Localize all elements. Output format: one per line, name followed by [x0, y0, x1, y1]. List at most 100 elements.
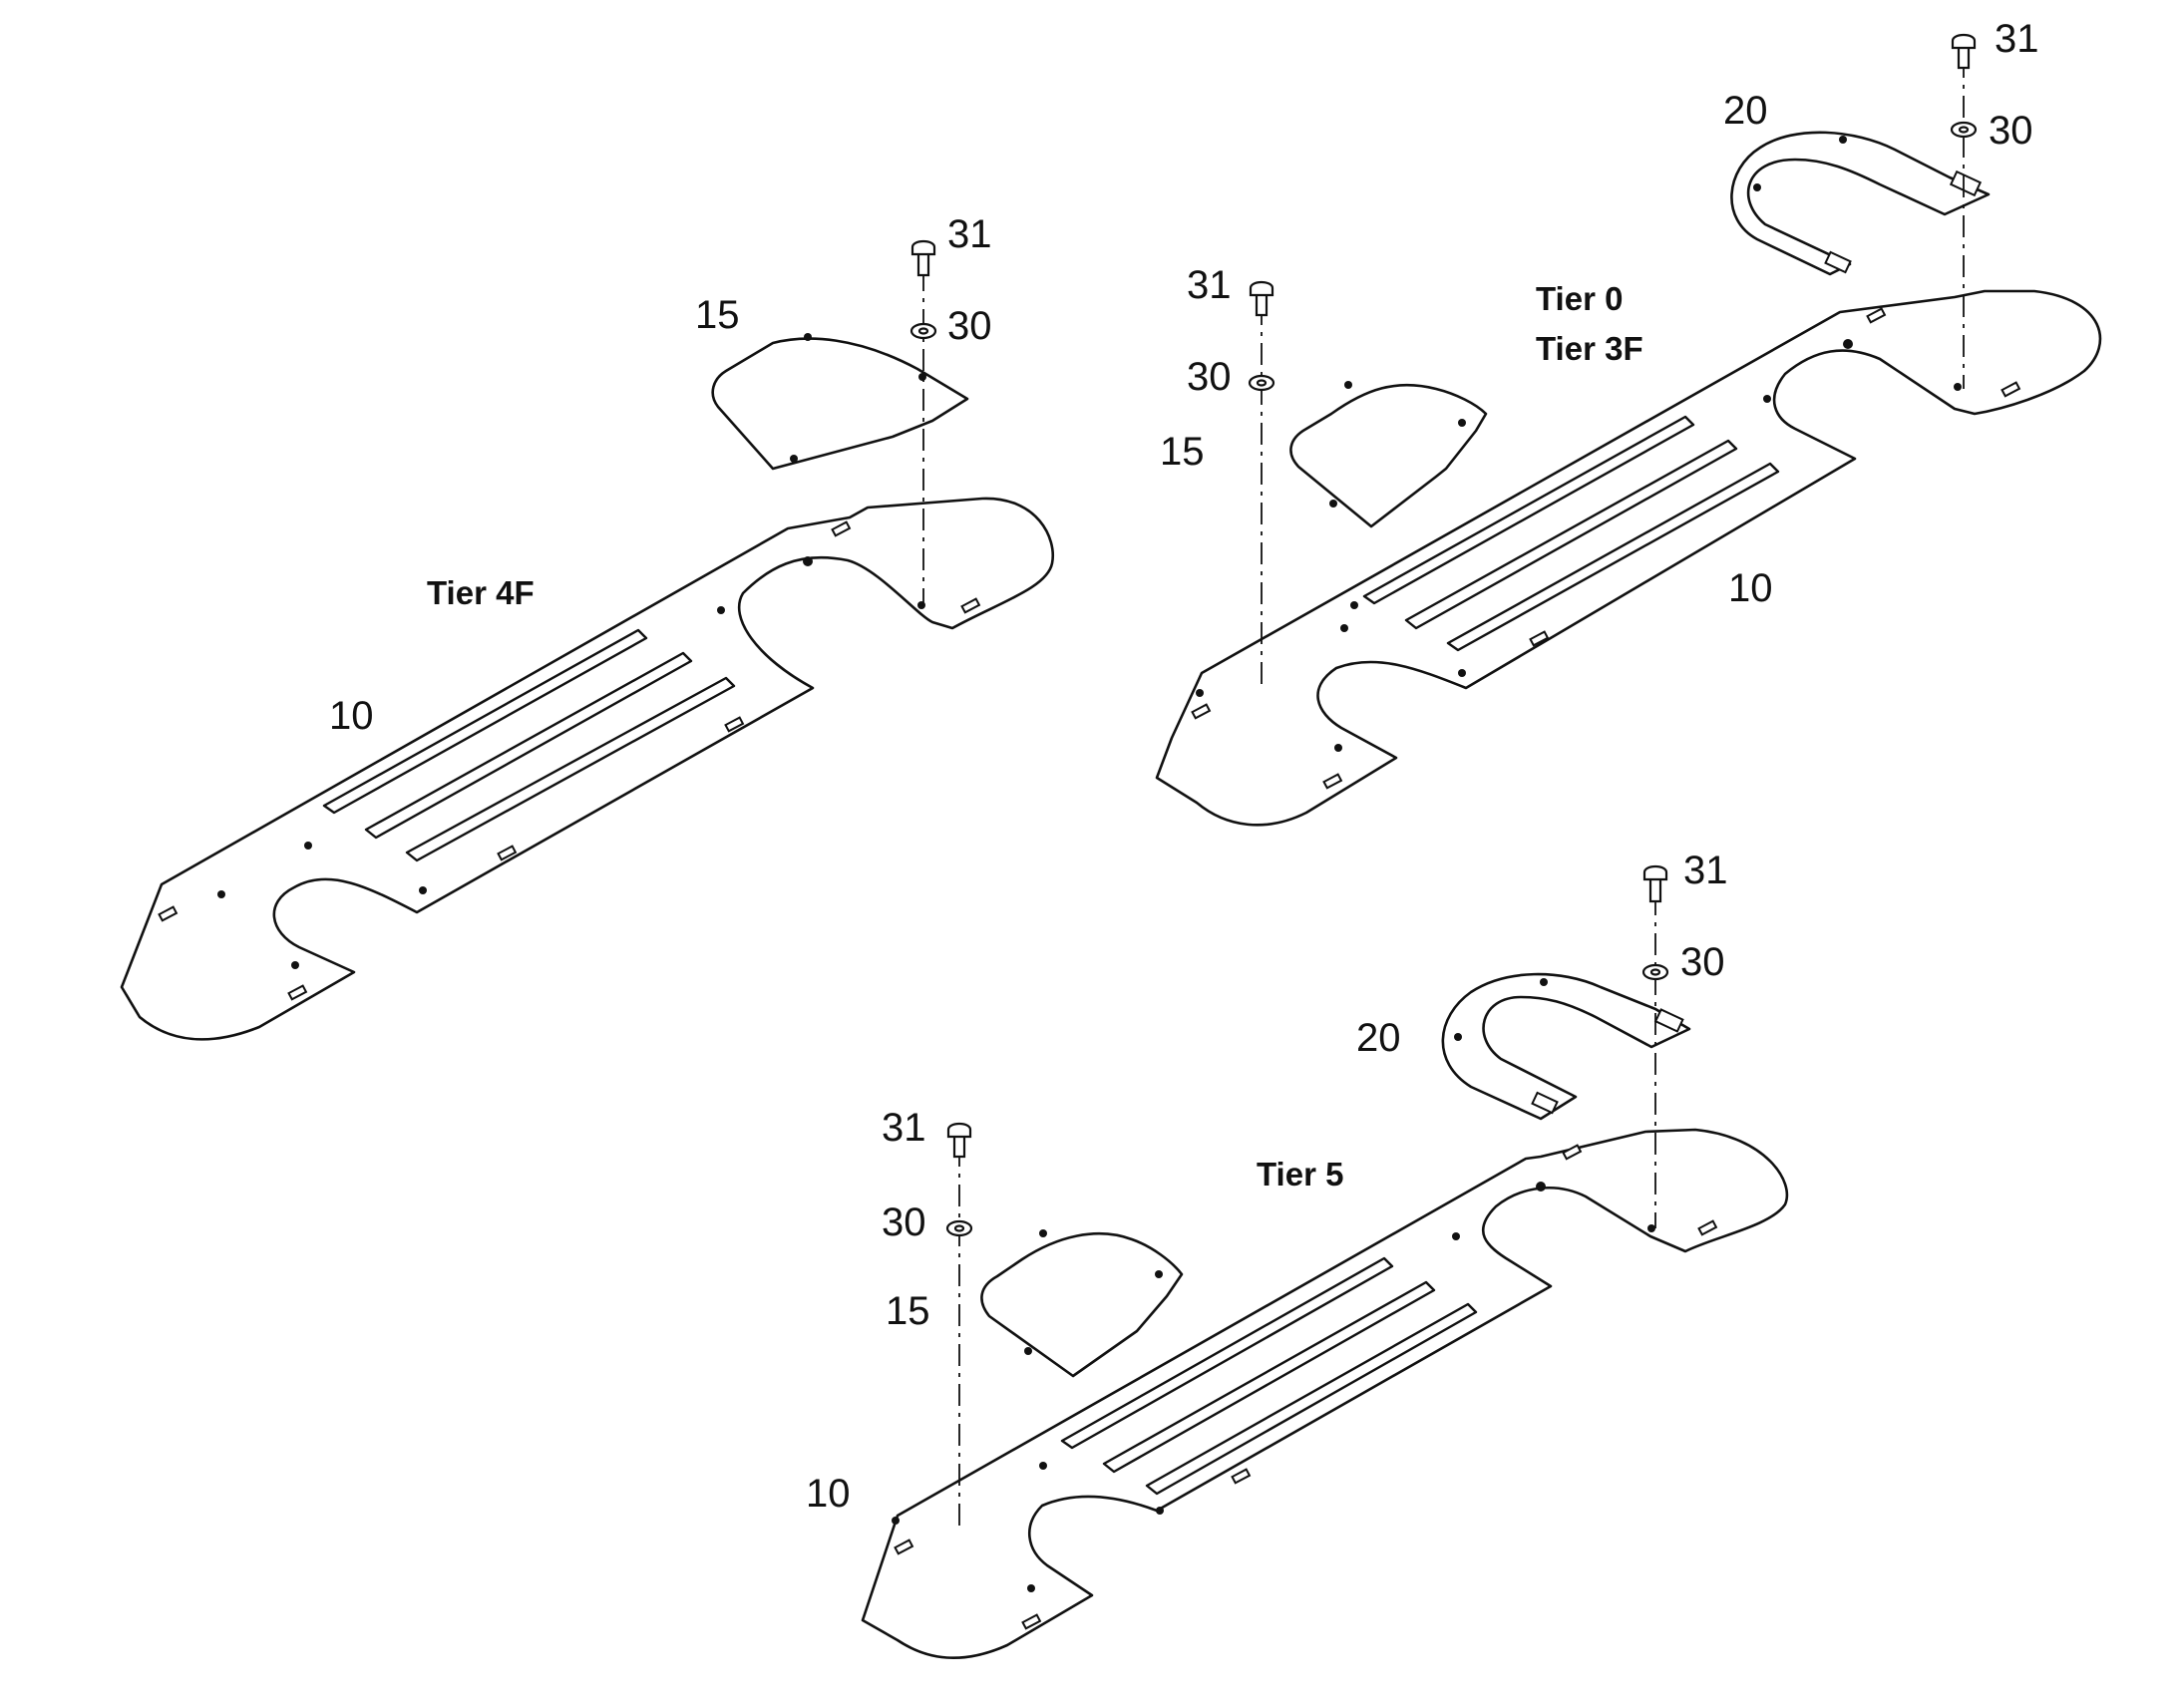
plate-hole: [1156, 1507, 1164, 1515]
bolt-31: [1951, 33, 1977, 70]
bracket-tab: [1824, 250, 1852, 274]
plate-slot: [1021, 1613, 1042, 1630]
washer-30-hole: [1958, 126, 1970, 134]
bracket-hole: [1454, 1033, 1462, 1041]
assembly-tier-5: Tier 5 10 15 20 30 30 31 31: [806, 849, 1789, 1660]
cover-15: [711, 337, 969, 471]
cover-hole: [1344, 381, 1352, 389]
bolt-31: [1642, 864, 1668, 903]
plate-slot: [497, 845, 518, 861]
plate-slot: [1529, 630, 1550, 647]
callout-10: 10: [1728, 566, 1773, 610]
callout-31: 31: [1187, 263, 1232, 307]
plate-slot: [1191, 703, 1212, 720]
plate-groove: [1145, 1302, 1478, 1496]
plate-10: [120, 497, 1055, 1041]
plate-groove: [405, 676, 736, 862]
plate-hole: [1458, 669, 1466, 677]
callout-30: 30: [1989, 109, 2033, 153]
plate-slot: [1562, 1144, 1583, 1161]
callout-31: 31: [882, 1106, 926, 1150]
callout-20: 20: [1723, 89, 1768, 133]
plate-slot: [1866, 307, 1887, 324]
plate-10: [861, 1128, 1789, 1660]
plate-hole: [803, 556, 813, 566]
plate-hole: [1039, 1462, 1047, 1470]
cover-hole: [1458, 419, 1466, 427]
plate-hole: [1536, 1182, 1546, 1192]
plate-groove: [364, 651, 693, 840]
bracket-hole: [1540, 978, 1548, 986]
tier-label: Tier 0: [1536, 280, 1623, 317]
plate-slot: [831, 520, 852, 537]
plate-hole: [1196, 689, 1204, 697]
u-bracket-20: [1730, 131, 1991, 276]
plate-hole: [717, 606, 725, 614]
plate-hole: [892, 1517, 900, 1525]
bolt-31: [910, 239, 936, 277]
washer-30-hole: [953, 1224, 965, 1232]
callout-15: 15: [695, 293, 740, 337]
plate-slot: [894, 1538, 914, 1555]
bracket-tab: [1949, 170, 1983, 197]
bracket-hole: [1753, 183, 1761, 191]
plate-hole: [304, 842, 312, 850]
bracket-tab: [1531, 1091, 1559, 1115]
plate-hole: [1954, 383, 1962, 391]
plate-hole: [419, 886, 427, 894]
plate-slot: [724, 716, 745, 733]
callout-20: 20: [1356, 1016, 1401, 1060]
plate-hole: [1027, 1584, 1035, 1592]
bolt-31: [946, 1122, 972, 1159]
plate-hole: [1334, 744, 1342, 752]
plate-slot: [1697, 1219, 1718, 1236]
washer-30-hole: [1649, 968, 1661, 976]
bracket-tab: [1653, 1008, 1684, 1033]
tier-label: Tier 4F: [427, 574, 535, 611]
plate-hole: [1452, 1232, 1460, 1240]
callout-31: 31: [1995, 17, 2039, 61]
callout-10: 10: [329, 694, 374, 738]
plate-hole: [1647, 1224, 1655, 1232]
plate-hole: [1763, 395, 1771, 403]
plate-slot: [1322, 773, 1343, 790]
plate-hole: [291, 961, 299, 969]
plate-groove: [1060, 1256, 1394, 1450]
callout-30: 30: [1680, 940, 1725, 984]
cover-15: [1289, 383, 1488, 528]
callout-30: 30: [947, 304, 992, 348]
cover-hole: [918, 373, 926, 381]
plate-groove: [322, 628, 648, 815]
cover-hole: [1329, 500, 1337, 508]
washer-30-hole: [1256, 379, 1268, 387]
plate-slot: [960, 597, 981, 614]
cover-hole: [804, 333, 812, 341]
plate-groove: [1102, 1280, 1436, 1474]
assembly-tier-4f: Tier 4F 10 15 30 31: [120, 212, 1055, 1041]
callout-15: 15: [886, 1289, 930, 1333]
plate-slot: [1231, 1468, 1252, 1485]
callout-15: 15: [1160, 430, 1205, 474]
cover-15: [980, 1231, 1184, 1378]
bracket-hole: [1839, 136, 1847, 144]
callout-31: 31: [1683, 849, 1728, 892]
cover-hole: [1024, 1347, 1032, 1355]
bolt-31: [1249, 280, 1274, 317]
cover-hole: [790, 455, 798, 463]
plate-groove: [1404, 439, 1738, 630]
plate-hole: [217, 890, 225, 898]
washer-30-hole: [917, 327, 929, 335]
plate-slot: [287, 984, 308, 1001]
plate-slot: [2000, 381, 2021, 398]
plate-hole: [1350, 601, 1358, 609]
cover-hole: [1155, 1270, 1163, 1278]
u-bracket-20: [1441, 972, 1691, 1121]
callout-10: 10: [806, 1472, 851, 1516]
cover-hole: [1039, 1229, 1047, 1237]
plate-slot: [158, 905, 179, 922]
plate-groove: [1446, 462, 1780, 652]
plate-10: [1155, 289, 2102, 827]
plate-hole: [1340, 624, 1348, 632]
tier-label: Tier 3F: [1536, 330, 1643, 367]
